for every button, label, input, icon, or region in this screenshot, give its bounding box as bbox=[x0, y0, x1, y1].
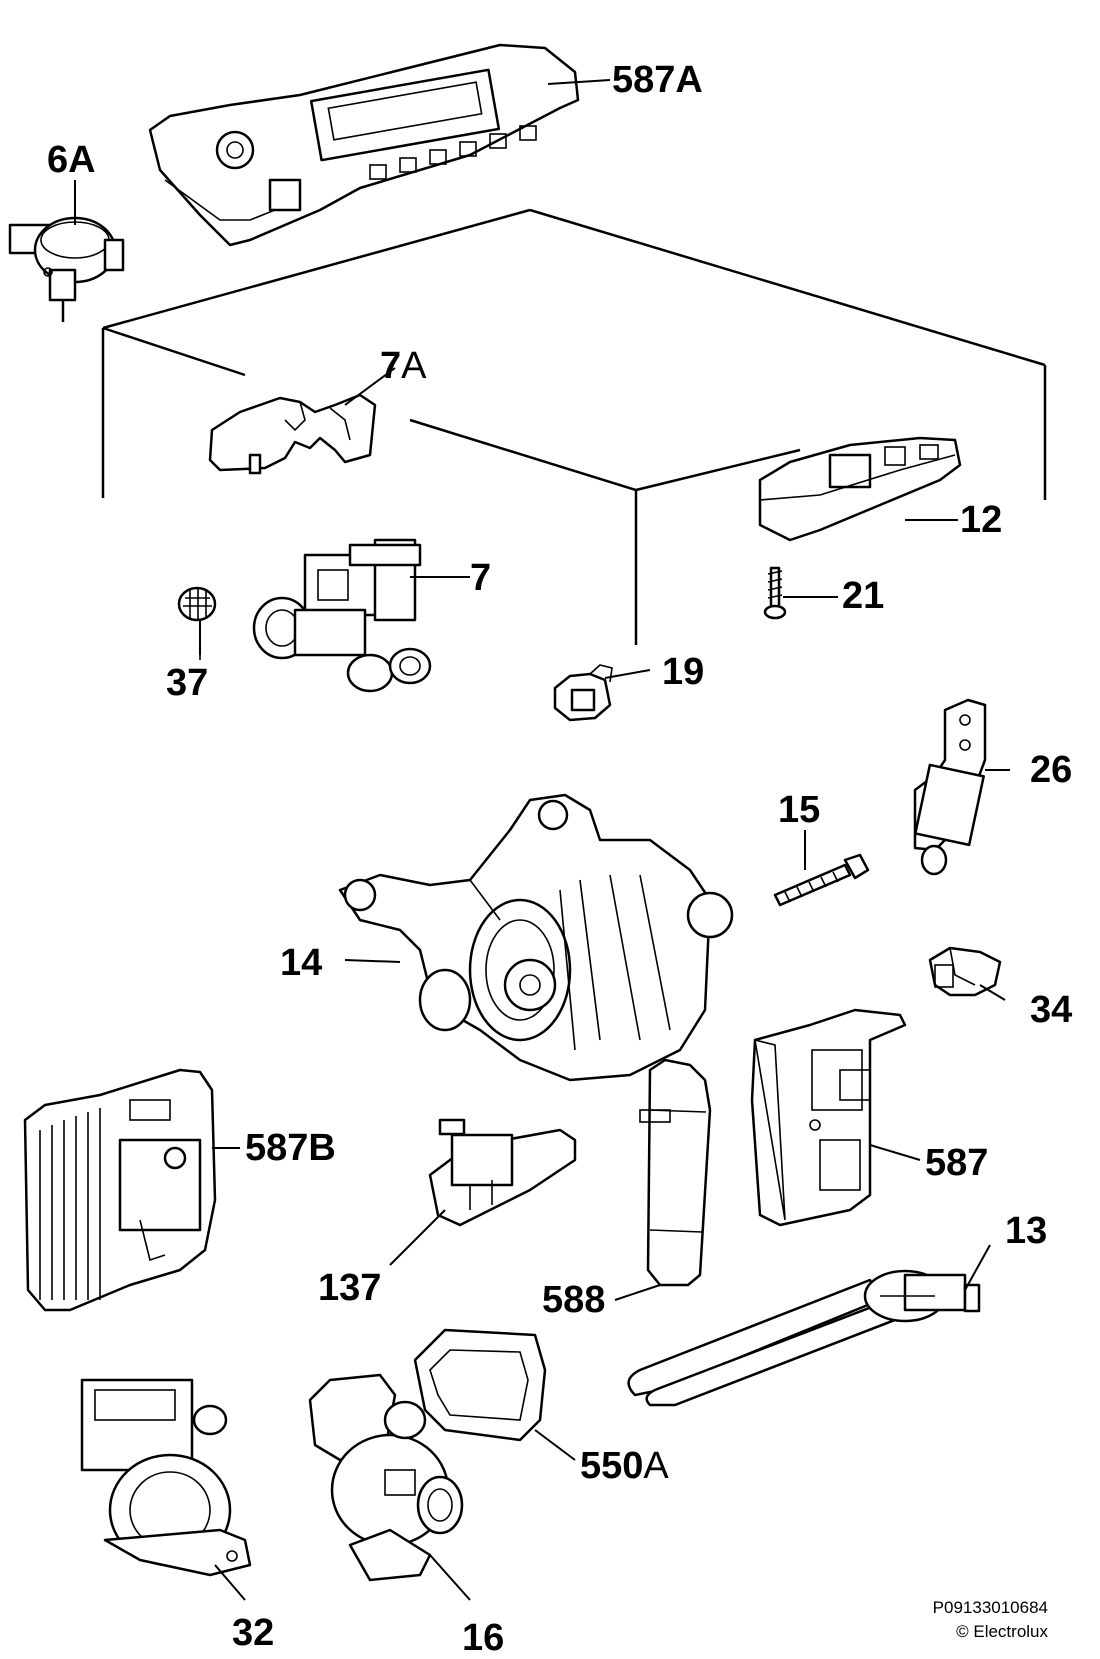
part-588-capacitor[interactable] bbox=[639, 1058, 712, 1287]
part-16-drain-pump[interactable] bbox=[308, 1373, 464, 1582]
leader-lines bbox=[74, 79, 1010, 1601]
part-7A-cover[interactable] bbox=[208, 393, 377, 475]
callout-13: 13 bbox=[1005, 1210, 1047, 1252]
part-19-clip[interactable] bbox=[553, 664, 613, 722]
part-587B-power-module[interactable] bbox=[23, 1068, 217, 1312]
part-32-pump-body[interactable] bbox=[80, 1378, 252, 1577]
part-13-heating-element[interactable] bbox=[627, 1269, 981, 1407]
callout-587B: 587B bbox=[245, 1127, 336, 1169]
callout-137: 137 bbox=[318, 1267, 381, 1309]
callout-6A: 6A bbox=[47, 139, 96, 181]
part-21-screw[interactable] bbox=[763, 566, 787, 620]
part-6A-pressure-switch[interactable] bbox=[8, 216, 125, 322]
part-37-filter-screen[interactable] bbox=[177, 586, 217, 660]
callout-34: 34 bbox=[1030, 989, 1072, 1031]
callout-587A: 587A bbox=[612, 59, 703, 101]
part-587-main-board[interactable] bbox=[750, 1008, 907, 1227]
diagram-code: P09133010684 bbox=[932, 1598, 1048, 1617]
callout-19: 19 bbox=[662, 651, 704, 693]
part-34-bracket[interactable] bbox=[928, 946, 1002, 997]
callout-26: 26 bbox=[1030, 749, 1072, 791]
callout-14: 14 bbox=[280, 942, 322, 984]
cabinet-outline bbox=[101, 208, 1047, 645]
callout-16: 16 bbox=[462, 1617, 504, 1659]
part-14-motor[interactable] bbox=[338, 793, 734, 1082]
part-550A-cover[interactable] bbox=[413, 1328, 547, 1442]
part-12-module[interactable] bbox=[758, 436, 962, 542]
copyright-notice: © Electrolux bbox=[956, 1622, 1048, 1641]
callout-550A: 550A bbox=[580, 1445, 669, 1487]
part-26-door-lock[interactable] bbox=[913, 698, 987, 876]
callout-32: 32 bbox=[232, 1612, 274, 1654]
callout-37: 37 bbox=[166, 662, 208, 704]
callout-15: 15 bbox=[778, 789, 820, 831]
callout-12: 12 bbox=[960, 499, 1002, 541]
part-587A-display-board[interactable] bbox=[148, 43, 580, 247]
part-137-board[interactable] bbox=[428, 1118, 577, 1227]
part-15-screw[interactable] bbox=[773, 853, 870, 907]
callout-7A: 7A bbox=[380, 345, 427, 387]
callout-588: 588 bbox=[542, 1279, 605, 1321]
callout-7: 7 bbox=[470, 557, 491, 599]
callout-labels: 587A 6A 7A 12 21 7 37 19 26 15 14 34 587… bbox=[47, 59, 1072, 1659]
callout-21: 21 bbox=[842, 575, 884, 617]
callout-587: 587 bbox=[925, 1142, 988, 1184]
part-7-inlet-valve[interactable] bbox=[252, 538, 432, 693]
